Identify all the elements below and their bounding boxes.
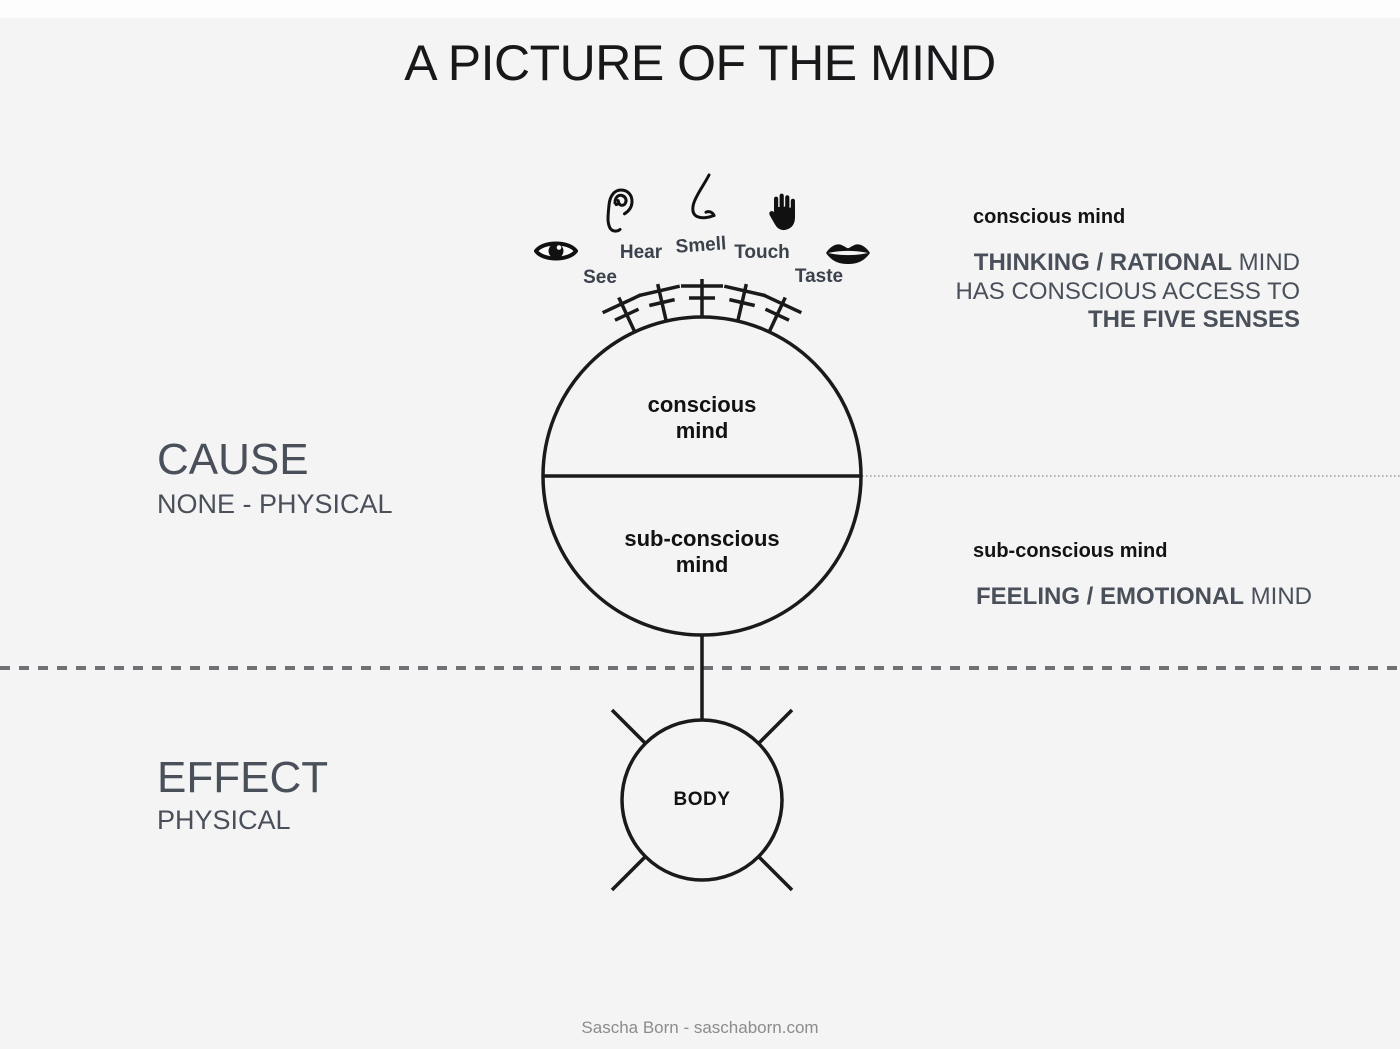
eye-icon [534, 241, 578, 261]
right-subconscious-heading: sub-conscious mind [973, 540, 1168, 562]
right-conscious-paragraph: THINKING / RATIONAL MIND HAS CONSCIOUS A… [955, 249, 1300, 335]
top-strip [0, 0, 1400, 18]
footer-credit: Sascha Born - saschaborn.com [581, 1018, 819, 1037]
body-limbs [610, 708, 794, 892]
antenna-5 [762, 293, 803, 337]
antenna-1 [601, 293, 642, 337]
sense-antennas [601, 279, 803, 337]
sense-label-taste: Taste [794, 266, 844, 287]
sense-label-touch: Touch [734, 242, 790, 263]
limb-bottom-right [757, 855, 794, 892]
body-circle [620, 718, 784, 882]
antenna-4 [723, 283, 766, 326]
sense-label-hear: Hear [619, 242, 663, 263]
hand-icon [769, 193, 795, 231]
body-label: BODY [673, 789, 731, 810]
limb-top-right [757, 708, 794, 745]
effect-subheading: PHYSICAL [157, 805, 291, 835]
antenna-3 [681, 279, 723, 321]
antenna-2 [638, 283, 681, 326]
page-title: A PICTURE OF THE MIND [404, 35, 996, 91]
right-subconscious-line1: FEELING / EMOTIONAL MIND [976, 583, 1312, 610]
sense-label-smell: Smell [674, 233, 727, 258]
sense-label-see: See [583, 267, 617, 288]
right-conscious-line2: HAS CONSCIOUS ACCESS TO [955, 277, 1300, 305]
limb-top-left [610, 708, 647, 745]
subconscious-mind-label: sub-conscious mind [624, 526, 780, 577]
cause-subheading: NONE - PHYSICAL [157, 489, 393, 519]
right-conscious-line1: THINKING / RATIONAL MIND [973, 249, 1300, 276]
ear-icon [606, 188, 634, 233]
nose-icon [691, 173, 716, 220]
right-conscious-heading: conscious mind [973, 206, 1126, 228]
limb-bottom-left [610, 855, 647, 892]
conscious-mind-label: conscious mind [647, 392, 757, 443]
effect-heading: EFFECT [157, 753, 329, 802]
cause-heading: CAUSE [157, 435, 309, 484]
lips-icon [826, 244, 870, 264]
right-conscious-line3: THE FIVE SENSES [1087, 306, 1300, 333]
